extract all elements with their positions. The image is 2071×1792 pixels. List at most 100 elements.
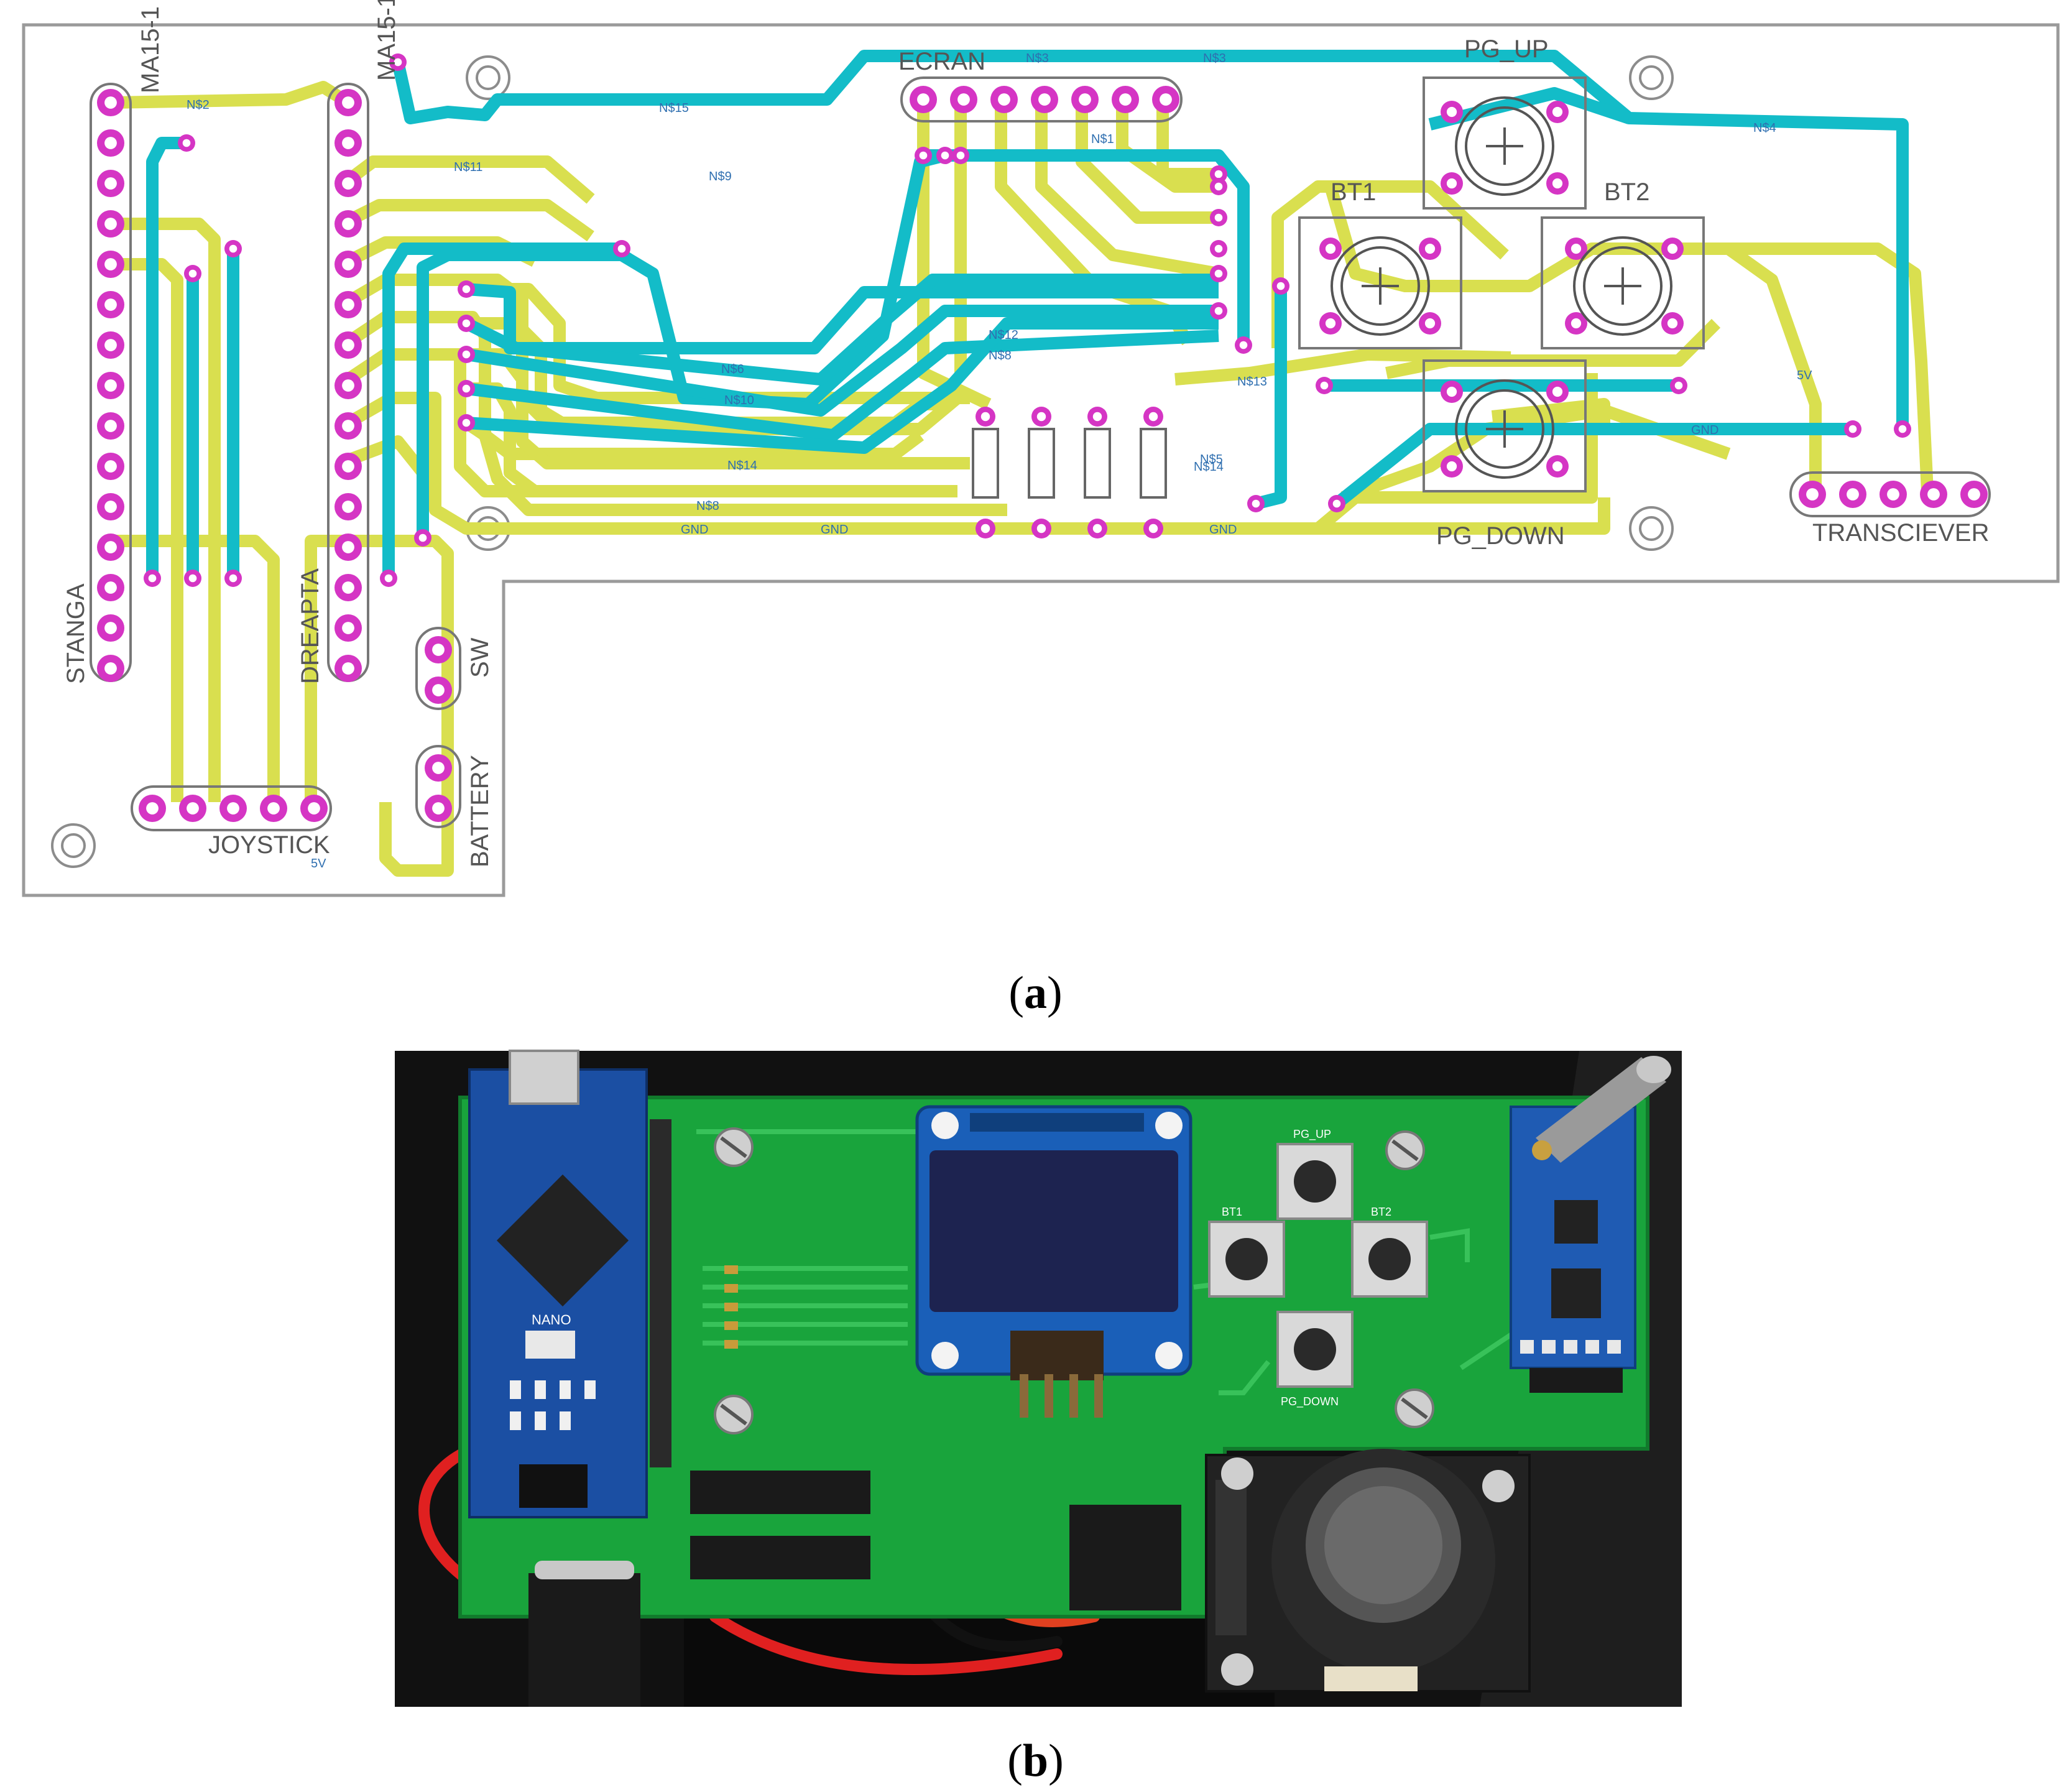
ecran-pad: [990, 86, 1018, 113]
net-label-n5: N$5: [1200, 453, 1223, 466]
header-stanga-pad: [97, 291, 124, 318]
microcontroller-chip: [496, 1174, 629, 1307]
button-pad: [1565, 312, 1587, 335]
switch-pad: [425, 677, 452, 704]
net-label-gnd: GND: [1209, 523, 1237, 537]
net-label-n4: N$4: [1753, 121, 1776, 135]
net-label-gnd: GND: [1691, 423, 1718, 437]
photo-pg-up-button: [1276, 1143, 1354, 1220]
pg-down-label: PG_DOWN: [1436, 522, 1565, 550]
button-pad: [1546, 455, 1569, 478]
button-pad: [1546, 381, 1569, 403]
net-label-5v: 5V: [311, 857, 326, 871]
tactile-buttons: [1331, 96, 1672, 479]
header-stanga-pad: [97, 331, 124, 359]
net-label-n10: N$10: [724, 394, 754, 407]
transceiver-pad: [1880, 481, 1907, 508]
pg-down-button: [1455, 379, 1554, 479]
via: [1235, 336, 1252, 354]
resistors: [972, 428, 1167, 499]
net-label-n8: N$8: [696, 499, 719, 513]
battery-label: BATTERY: [466, 755, 494, 867]
header-stanga-pad: [97, 493, 124, 520]
header-dreapta-pad: [334, 291, 362, 318]
header-dreapta-pad: [334, 89, 362, 116]
photo-button-labels: PG_UP BT1 BT2 PG_DOWN: [1222, 1128, 1391, 1408]
pcb-layout-diagram: MA15-1 MA15-1 STANGA DREAPTA ECRAN PG_UP…: [22, 0, 2060, 897]
resistor-pad: [1087, 519, 1107, 538]
net-label-n6: N$6: [721, 363, 744, 376]
header-stanga-pad: [97, 412, 124, 440]
oled-display-module: [915, 1105, 1192, 1418]
header-pins: [535, 1561, 634, 1579]
header-dreapta-pad: [334, 412, 362, 440]
battery-pad: [425, 754, 452, 782]
via: [458, 414, 475, 432]
net-label-n9: N$9: [709, 170, 732, 183]
net-label-n2: N$2: [187, 98, 210, 112]
net-label-n1: N$1: [1091, 132, 1114, 146]
switch-pad: [425, 636, 452, 663]
via: [144, 570, 161, 587]
nano-silkscreen: NANO: [532, 1312, 571, 1328]
usb-connector: [509, 1050, 579, 1105]
pad-layer: [97, 53, 1988, 822]
copper-pads: [724, 1265, 738, 1349]
ecran-pad: [1031, 86, 1058, 113]
net-label-n3: N$3: [1203, 52, 1226, 65]
ecran-pad: [910, 86, 937, 113]
photo-pg-down-label: PG_DOWN: [1281, 1395, 1339, 1408]
bt2-button: [1573, 236, 1672, 336]
ecran-pad: [950, 86, 977, 113]
stanga-label: STANGA: [62, 583, 90, 684]
via: [184, 570, 201, 587]
button-pad: [1565, 238, 1587, 260]
photo-bt2-button: [1351, 1221, 1428, 1298]
resistor-pad: [1031, 407, 1051, 427]
header-dreapta-pad: [334, 210, 362, 238]
resistor-pad: [1143, 407, 1163, 427]
resistor-pad: [1143, 519, 1163, 538]
caption-b-letter: b: [1022, 1735, 1049, 1786]
header-stanga-pad: [97, 129, 124, 157]
transceiver-pad: [1920, 481, 1947, 508]
bottom-layer-traces: [146, 50, 1909, 578]
joystick-pad: [179, 795, 206, 822]
transceiver-pad: [1839, 481, 1866, 508]
net-label-n3: N$3: [1026, 52, 1049, 65]
via: [1844, 420, 1861, 438]
icsp-header: [519, 1464, 588, 1508]
via: [224, 240, 242, 257]
component-labels: MA15-1 MA15-1 STANGA DREAPTA ECRAN PG_UP…: [62, 0, 1990, 867]
pg-up-button: [1455, 96, 1554, 196]
photo-bt1-button: [1208, 1221, 1285, 1298]
display-ribbon: [1010, 1331, 1104, 1380]
via: [1210, 302, 1227, 320]
button-pad: [1441, 172, 1463, 195]
header-dreapta-pad: [334, 453, 362, 480]
header-dreapta-pad: [334, 614, 362, 642]
via: [458, 346, 475, 363]
header-stanga-pad: [97, 170, 124, 197]
photo-pg-up-label: PG_UP: [1293, 1128, 1331, 1141]
via: [458, 280, 475, 298]
header-stanga-pad: [97, 89, 124, 116]
net-label-n14: N$14: [1194, 460, 1224, 474]
button-pad: [1319, 312, 1342, 335]
via: [224, 570, 242, 587]
via: [1670, 377, 1687, 394]
bt2-label: BT2: [1604, 178, 1649, 206]
oled-screen: [929, 1150, 1178, 1312]
button-pad: [1419, 238, 1441, 260]
ecran-pad: [1071, 86, 1099, 113]
header-stanga-pad: [97, 655, 124, 682]
joystick-label: JOYSTICK: [208, 831, 330, 859]
header-stanga-pad: [97, 210, 124, 238]
net-label-n8: N$8: [989, 349, 1012, 363]
sw-label: SW: [466, 637, 494, 678]
button-pad: [1661, 312, 1684, 335]
via: [952, 147, 969, 164]
assembled-board-photo: NANO PG_UP BT1 BT2 PG_DOWN: [395, 1050, 1682, 1707]
photo-pg-down-button: [1276, 1311, 1354, 1388]
dreapta-label: DREAPTA: [297, 568, 324, 684]
